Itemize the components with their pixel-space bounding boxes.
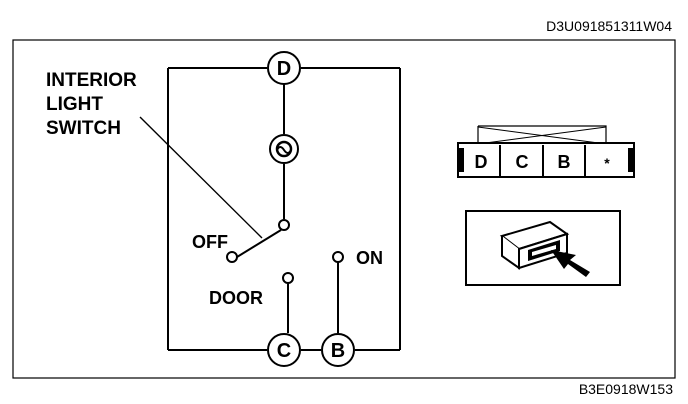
door-label: DOOR	[209, 288, 263, 308]
switch-blade	[236, 229, 282, 258]
circuit-loop	[167, 67, 401, 351]
bulb-icon	[269, 134, 299, 164]
pin-blank: *	[604, 155, 610, 171]
diagram-code-top: D3U091851311W04	[546, 18, 672, 34]
connector-illustration	[465, 210, 621, 286]
terminal-c: C	[267, 333, 301, 367]
contact-door	[282, 272, 294, 284]
terminal-d-label: D	[277, 58, 291, 80]
switch-title-line2: LIGHT	[46, 94, 103, 115]
pin-d: D	[475, 152, 488, 172]
terminal-b-label: B	[331, 340, 345, 362]
switch-pivot	[278, 219, 290, 231]
terminal-c-label: C	[277, 340, 291, 362]
connector-icon	[499, 220, 570, 270]
pin-c: C	[516, 152, 529, 172]
off-label: OFF	[192, 232, 228, 252]
leader-line	[139, 116, 263, 239]
contact-on	[332, 251, 344, 263]
diagram-code-bottom: B3E0918W153	[579, 381, 673, 397]
switch-title-line1: INTERIOR	[46, 70, 137, 91]
pin-b: B	[558, 152, 571, 172]
switch-title-line3: SWITCH	[46, 118, 121, 139]
contact-off	[226, 251, 238, 263]
terminal-d: D	[267, 51, 301, 85]
arrow-icon	[551, 250, 590, 277]
connector-face: D C B *	[457, 125, 635, 178]
outer-frame	[12, 39, 676, 379]
terminal-b: B	[321, 333, 355, 367]
on-label: ON	[356, 248, 383, 268]
